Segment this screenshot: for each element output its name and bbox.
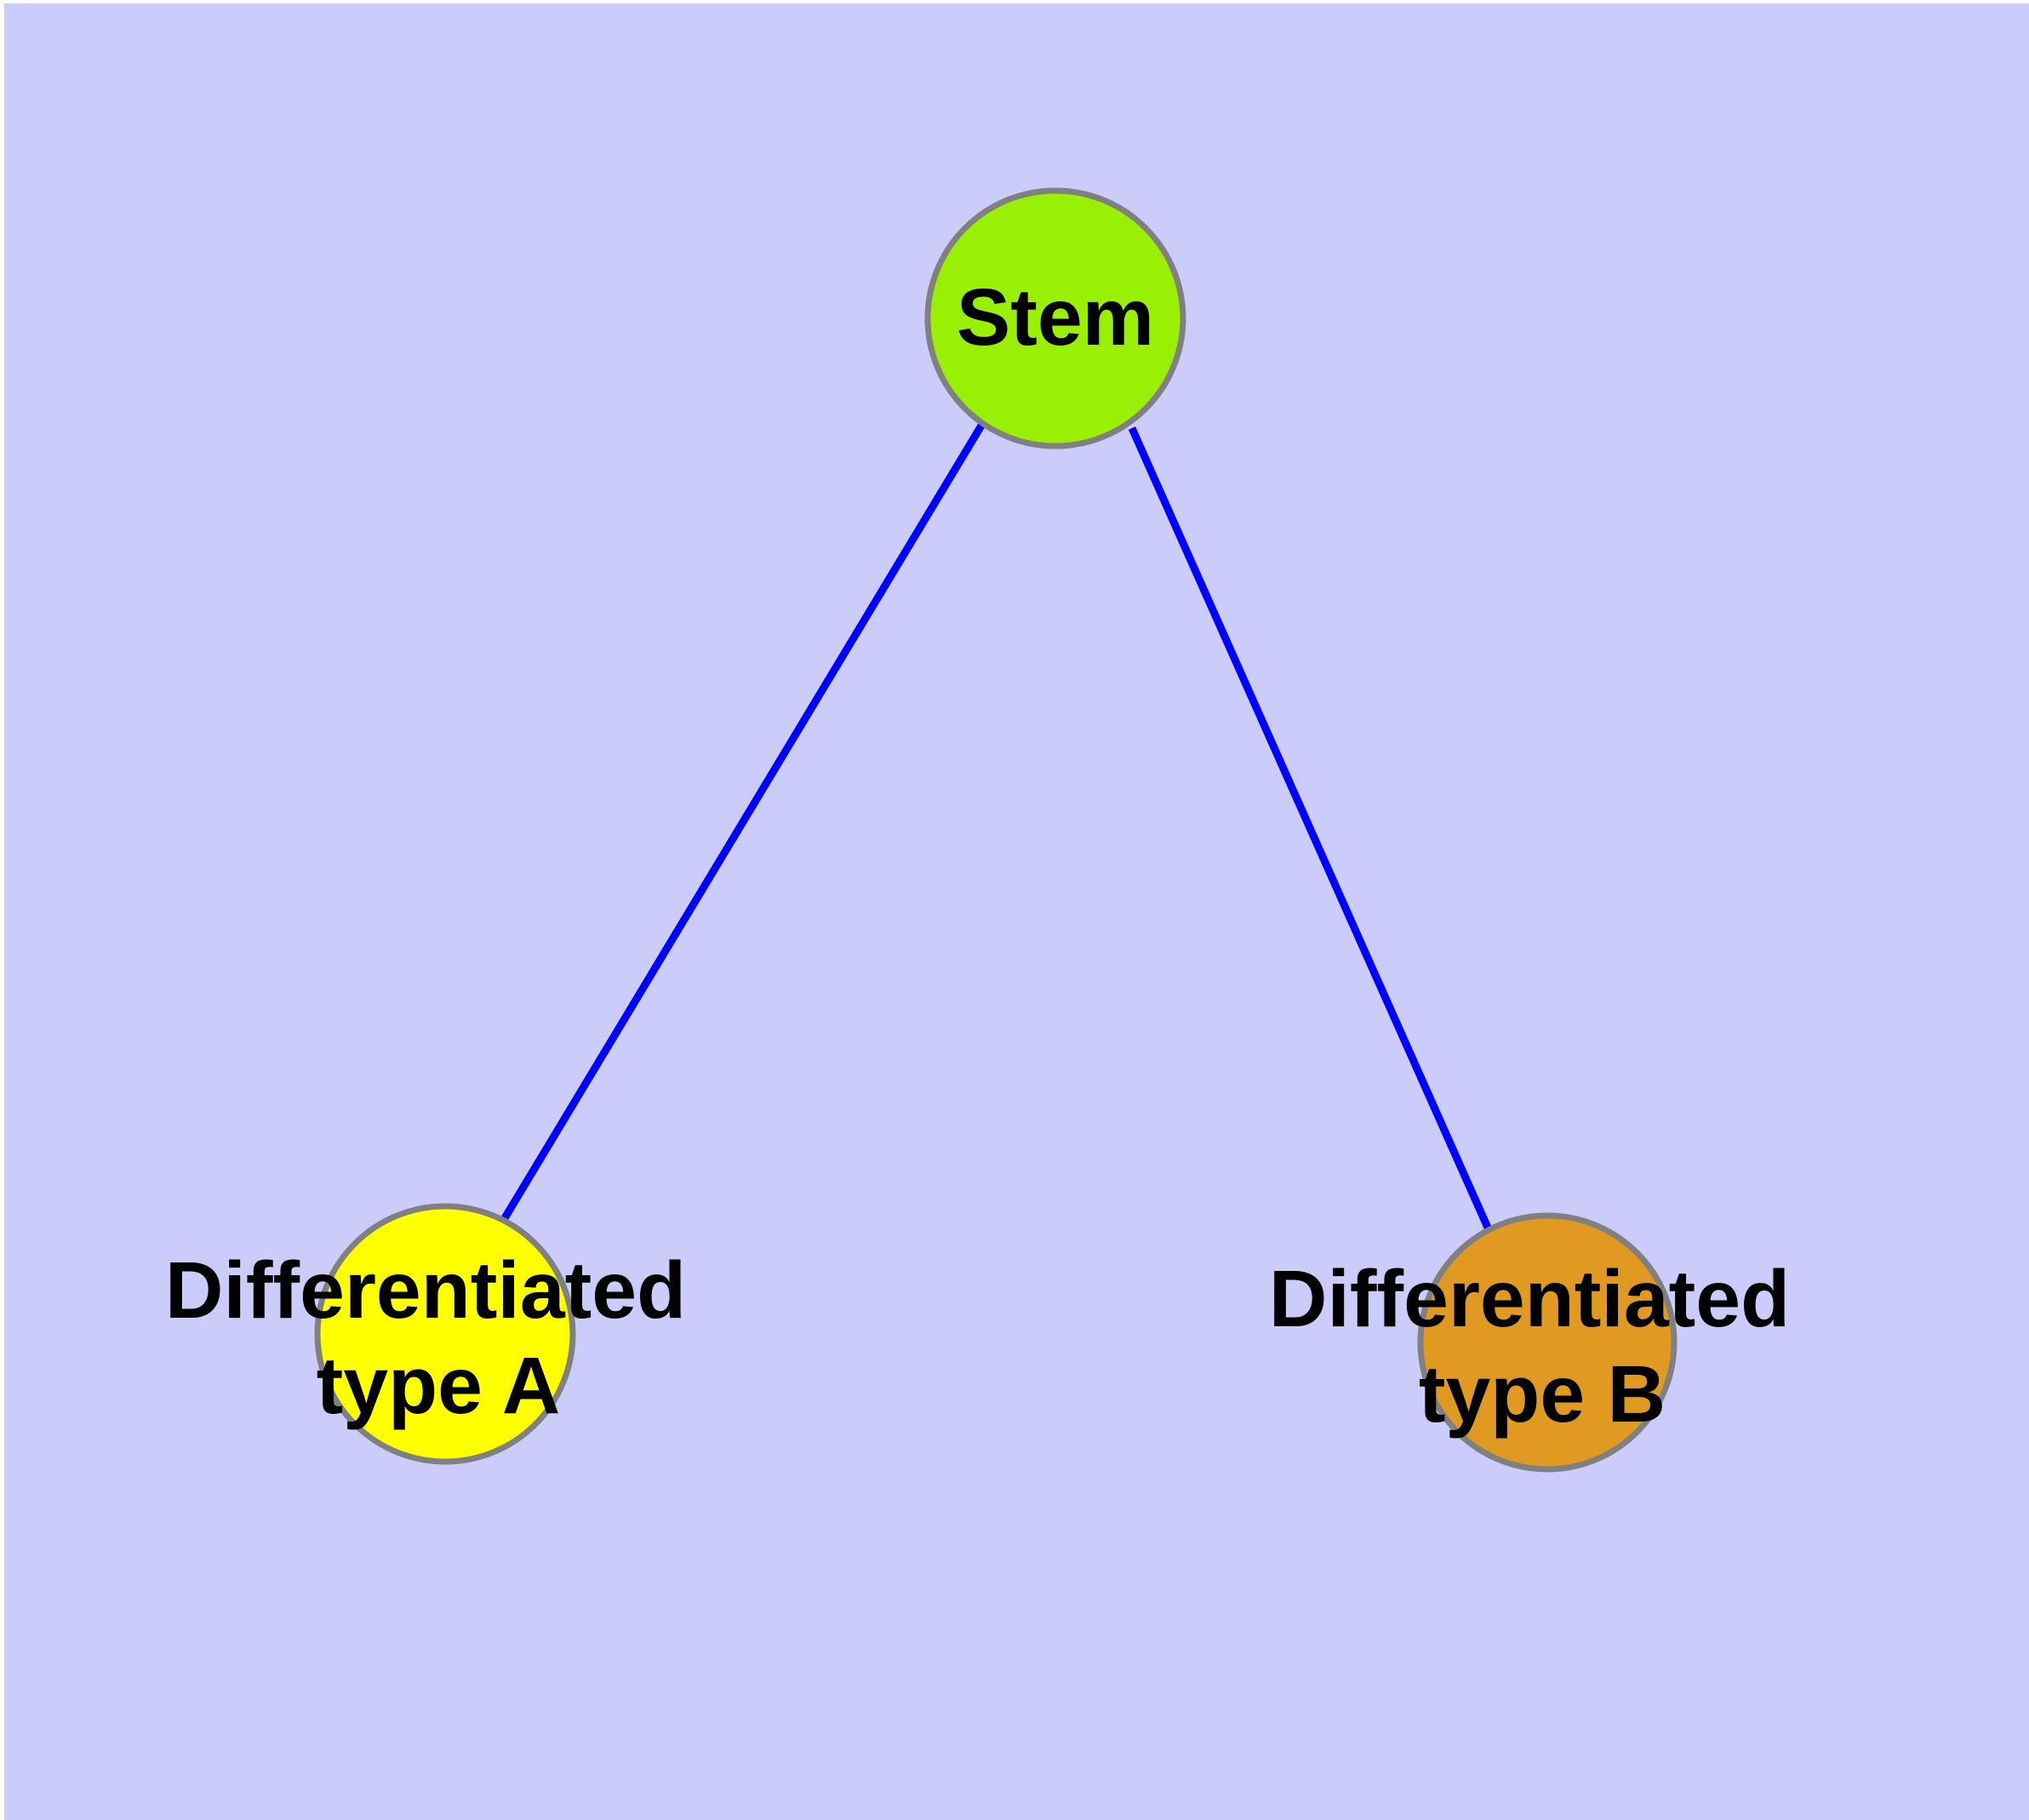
node-label-differentiated-type-b-line2: type B — [1419, 1349, 1666, 1439]
node-layer — [314, 187, 1677, 1473]
node-label-differentiated-type-a-line2: type A — [317, 1341, 561, 1431]
label-layer: Stem Differentiated type A Differentiate… — [165, 272, 1790, 1439]
node-label-differentiated-type-a-line1: Differentiated — [165, 1245, 686, 1336]
node-stem[interactable] — [924, 187, 1186, 449]
node-label-differentiated-type-b-line1: Differentiated — [1269, 1254, 1790, 1344]
edge-layer — [501, 423, 1492, 1229]
edge-stem-to-differentiated-type-b[interactable] — [1128, 426, 1492, 1229]
node-differentiated-type-b[interactable] — [1417, 1212, 1677, 1473]
node-label-stem: Stem — [957, 272, 1154, 363]
node-differentiated-type-a[interactable] — [314, 1203, 576, 1465]
edge-stem-to-differentiated-type-a[interactable] — [501, 423, 985, 1221]
